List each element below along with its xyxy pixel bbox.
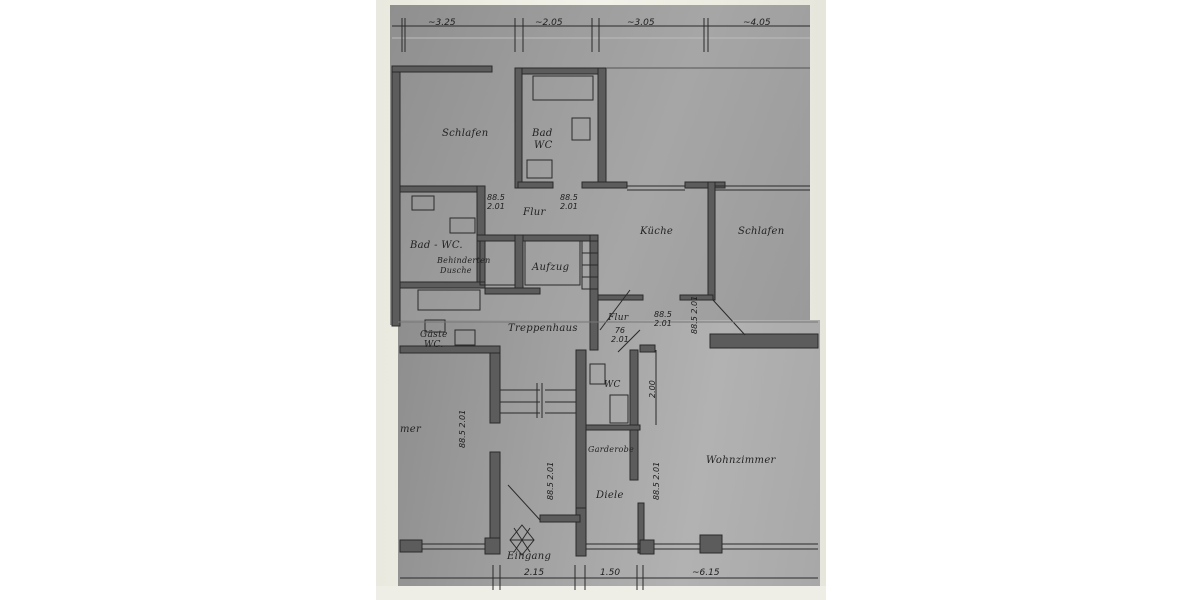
dim-bottom-3: ~6.15	[692, 568, 720, 578]
door-dim-6-vertical: 88.5 2.01	[458, 409, 467, 448]
door-dim-8-vertical: 88.5 2.01	[652, 461, 661, 500]
room-wc: WC	[604, 380, 621, 390]
dim-top-4: ~4.05	[743, 18, 771, 28]
room-zimmer-partial: mer	[400, 424, 422, 435]
paper-edge	[376, 586, 826, 600]
room-dusche: Dusche	[440, 266, 472, 275]
dim-top-3: ~3.05	[627, 18, 655, 28]
room-wohnzimmer: Wohnzimmer	[706, 455, 776, 466]
dim-top-1: ~3.25	[428, 18, 456, 28]
dim-top-2: ~2.05	[535, 18, 563, 28]
room-treppenhaus: Treppenhaus	[508, 323, 578, 334]
door-dim-7-vertical: 88.5 2.01	[546, 461, 555, 500]
room-schlafen-left: Schlafen	[442, 128, 489, 139]
room-kueche: Küche	[640, 226, 674, 237]
dim-wc-wall-vertical: 2.00	[648, 380, 657, 398]
room-bad-wc-left: Bad - WC.	[410, 240, 463, 251]
room-behinderten: Behinderten	[437, 256, 491, 265]
plan-sheet-lower	[398, 320, 820, 586]
dim-bottom-2: 1.50	[600, 568, 621, 578]
room-garderobe: Garderobe	[588, 445, 635, 454]
door-dim-4-vertical: 88.5 2.01	[690, 295, 699, 334]
dim-bottom-1: 2.15	[524, 568, 545, 578]
room-flur-top: Flur	[523, 207, 546, 218]
room-eingang: Eingang	[507, 551, 552, 562]
room-flur-mid: Flur	[608, 313, 629, 323]
room-gaeste: Gäste	[420, 330, 448, 340]
room-diele: Diele	[596, 490, 624, 501]
room-bad-top-wc: WC	[534, 140, 553, 151]
room-aufzug: Aufzug	[532, 262, 570, 273]
room-gaeste-wc: WC.	[424, 340, 444, 350]
room-bad-top: Bad	[532, 128, 553, 139]
room-schlafen-right: Schlafen	[738, 226, 785, 237]
